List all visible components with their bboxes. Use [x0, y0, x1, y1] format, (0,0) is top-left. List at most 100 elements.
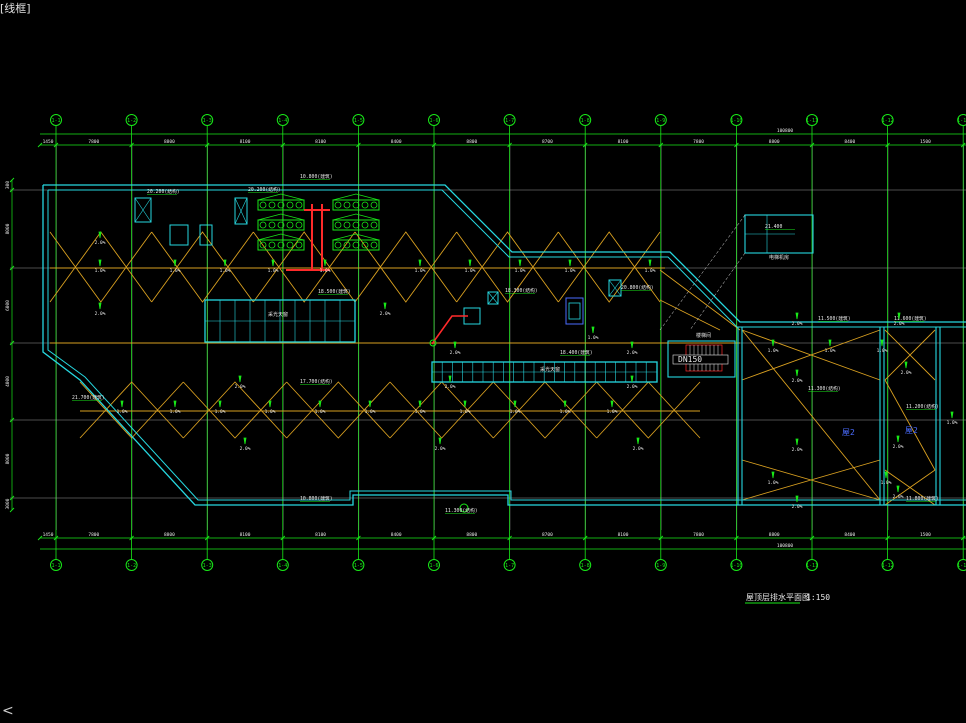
axis-bubble-label: 1-8: [581, 563, 590, 569]
dimension-tick: [658, 535, 664, 541]
axis-bubble-label: 1-13: [957, 563, 966, 569]
cooling-fan: [286, 241, 294, 249]
axis-bubbles[interactable]: 1-1 1-1 1-2 1-2 1-3 1-3 1-4 1-4 1-5 1-5 1-6 1-6 1-7 1…: [50, 114, 966, 571]
axis-bubble[interactable]: 1-6: [428, 559, 440, 571]
elevation-label: 20.200(结构): [147, 188, 180, 195]
slope-arrow: [880, 339, 884, 347]
cooling-unit-roof: [257, 233, 305, 241]
cooling-fan: [352, 221, 360, 229]
axis-bubble[interactable]: 1-8: [579, 114, 592, 126]
dimension-total-label: 100800: [777, 543, 794, 549]
pipe-tag-box: [672, 354, 729, 365]
axis-bubble[interactable]: 1-3: [201, 114, 214, 126]
dimension-label: 8400: [391, 532, 402, 538]
axis-bubble[interactable]: 1-10: [730, 559, 742, 571]
slope-arrow: [463, 400, 467, 408]
cooling-fan: [259, 221, 267, 229]
dimension-tick: [960, 142, 966, 148]
slope-label: 2.0%: [95, 311, 106, 317]
dimension-label: 8100: [618, 532, 629, 538]
dimension-left-label: 8000: [5, 223, 11, 234]
drawing-scale: 1:150: [806, 593, 830, 602]
axis-bubble[interactable]: 1-13: [957, 559, 966, 571]
cooling-fan: [361, 201, 369, 209]
slope-arrow: [438, 437, 442, 445]
elevation-label: 17.700(结构): [300, 378, 333, 385]
axis-bubble[interactable]: 1-3: [201, 559, 214, 571]
dimension-tick: [809, 535, 815, 541]
slope-arrow: [568, 259, 572, 267]
slope-label: 1.0%: [465, 268, 476, 274]
axis-bubble[interactable]: 1-5: [352, 559, 365, 571]
slope-arrow: [518, 259, 522, 267]
slope-arrow: [268, 400, 272, 408]
axis-bubble-circle: [125, 559, 138, 571]
axis-bubble[interactable]: 1-7: [503, 559, 516, 571]
slope-arrow: [513, 400, 517, 408]
dimension-tick: [582, 142, 588, 148]
cooling-fan: [286, 201, 294, 209]
axis-bubble[interactable]: 1-4: [276, 114, 289, 126]
axis-bubble-label: 1-3: [203, 563, 212, 569]
axis-bubble[interactable]: 1-11: [806, 114, 818, 126]
axis-bubble-label: 1-10: [730, 563, 742, 569]
cooling-fan: [334, 241, 342, 249]
slope-label: 1.0%: [607, 409, 618, 415]
label-skylight-1: 采光天窗: [268, 311, 288, 318]
slope-label: 2.0%: [893, 494, 904, 500]
cooling-fan: [370, 221, 378, 229]
axis-bubble-label: 1-5: [354, 563, 363, 569]
cooling-unit-body: [332, 239, 380, 251]
dimension-label: 8100: [240, 532, 251, 538]
dimension-label: 8800: [769, 139, 780, 145]
slope-label: 1.0%: [825, 348, 836, 354]
slope-label: 2.0%: [792, 447, 803, 453]
axis-bubble[interactable]: 1-2: [125, 559, 138, 571]
cooling-fan: [370, 241, 378, 249]
axis-bubble[interactable]: 1-7: [503, 114, 516, 126]
dimension-label: 8100: [240, 139, 251, 145]
dimension-label: 7800: [88, 532, 99, 538]
dimension-tick: [9, 417, 15, 423]
dimension-label: 7800: [88, 139, 99, 145]
axis-bubble[interactable]: 1-1: [50, 114, 62, 126]
axis-bubble[interactable]: 1-10: [730, 114, 742, 126]
fan-unit: [199, 224, 213, 246]
axis-bubble[interactable]: 1-1: [50, 559, 62, 571]
slope-label: 1.0%: [768, 480, 779, 486]
dimension-tick: [9, 265, 15, 271]
axis-bubble[interactable]: 1-8: [579, 559, 592, 571]
dimension-tick: [431, 142, 437, 148]
dimension-tick: [9, 187, 15, 193]
slope-arrow: [468, 259, 472, 267]
slope-label: 1.0%: [415, 409, 426, 415]
vent-box: [234, 197, 248, 225]
axis-bubble[interactable]: 1-11: [806, 559, 818, 571]
dimension-label: 8800: [466, 139, 477, 145]
slope-label: 1.0%: [460, 409, 471, 415]
axis-bubble[interactable]: 1-5: [352, 114, 365, 126]
axis-bubble[interactable]: 1-12: [882, 559, 894, 571]
axis-bubble[interactable]: 1-4: [276, 559, 289, 571]
axis-bubble-label: 1-4: [278, 118, 287, 124]
annotations: 10.800(建筑)20.200(结构)20.200(结构)18.500(建筑)…: [72, 173, 958, 514]
dimension-label: 8700: [542, 532, 553, 538]
axis-bubble[interactable]: 1-9: [654, 114, 667, 126]
slope-label: 1.0%: [877, 348, 888, 354]
dimension-tick: [280, 142, 286, 148]
view-mode-tag[interactable]: [线框]: [0, 2, 31, 15]
cooling-unit: [332, 193, 380, 211]
axis-bubble[interactable]: 1-13: [957, 114, 966, 126]
cooling-unit-body: [257, 239, 305, 251]
axis-bubble[interactable]: 1-9: [654, 559, 667, 571]
axis-bubble-label: 1-3: [203, 118, 212, 124]
axis-bubble[interactable]: 1-6: [428, 114, 440, 126]
axis-bubble-label: 1-13: [957, 118, 966, 124]
dimension-label: 7800: [693, 532, 704, 538]
axis-bubble[interactable]: 1-12: [882, 114, 894, 126]
vent-box-cross: [487, 291, 499, 305]
dimension-tick: [53, 535, 59, 541]
axis-bubble[interactable]: 1-2: [125, 114, 138, 126]
slope-arrow: [636, 437, 640, 445]
